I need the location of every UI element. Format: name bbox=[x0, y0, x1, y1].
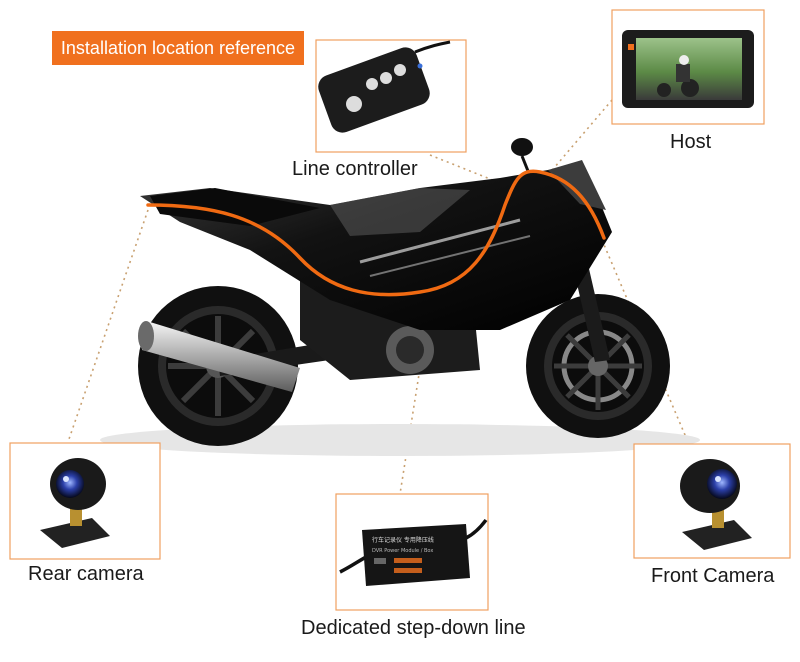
rear-camera-label: Rear camera bbox=[28, 563, 144, 585]
cable-routing bbox=[146, 169, 606, 297]
host-card bbox=[611, 9, 765, 125]
motorcycle-illustration bbox=[100, 138, 700, 456]
step-down-module-icon: 行车记录仪 专用降压线 DVR Power Module / Box bbox=[339, 518, 488, 586]
module-label-line1: 行车记录仪 专用降压线 bbox=[372, 536, 434, 544]
line-controller-icon bbox=[318, 40, 451, 133]
host-label: Host bbox=[670, 131, 712, 153]
front-camera-icon bbox=[680, 459, 752, 550]
host-screen-icon bbox=[622, 30, 754, 108]
module-label-line2: DVR Power Module / Box bbox=[372, 548, 433, 554]
leader-line-host bbox=[547, 99, 613, 176]
line-controller-card bbox=[315, 39, 467, 153]
rear-camera-card bbox=[9, 442, 161, 560]
front-camera-label: Front Camera bbox=[651, 565, 775, 587]
line-controller-label: Line controller bbox=[292, 158, 418, 180]
step-down-line-label: Dedicated step-down line bbox=[301, 617, 526, 639]
installation-location-banner: Installation location reference bbox=[52, 31, 304, 65]
leader-line-rear-camera bbox=[67, 209, 149, 443]
step-down-line-card: 行车记录仪 专用降压线 DVR Power Module / Box bbox=[335, 493, 489, 611]
rear-camera-icon bbox=[40, 458, 110, 548]
front-camera-card bbox=[633, 443, 791, 559]
